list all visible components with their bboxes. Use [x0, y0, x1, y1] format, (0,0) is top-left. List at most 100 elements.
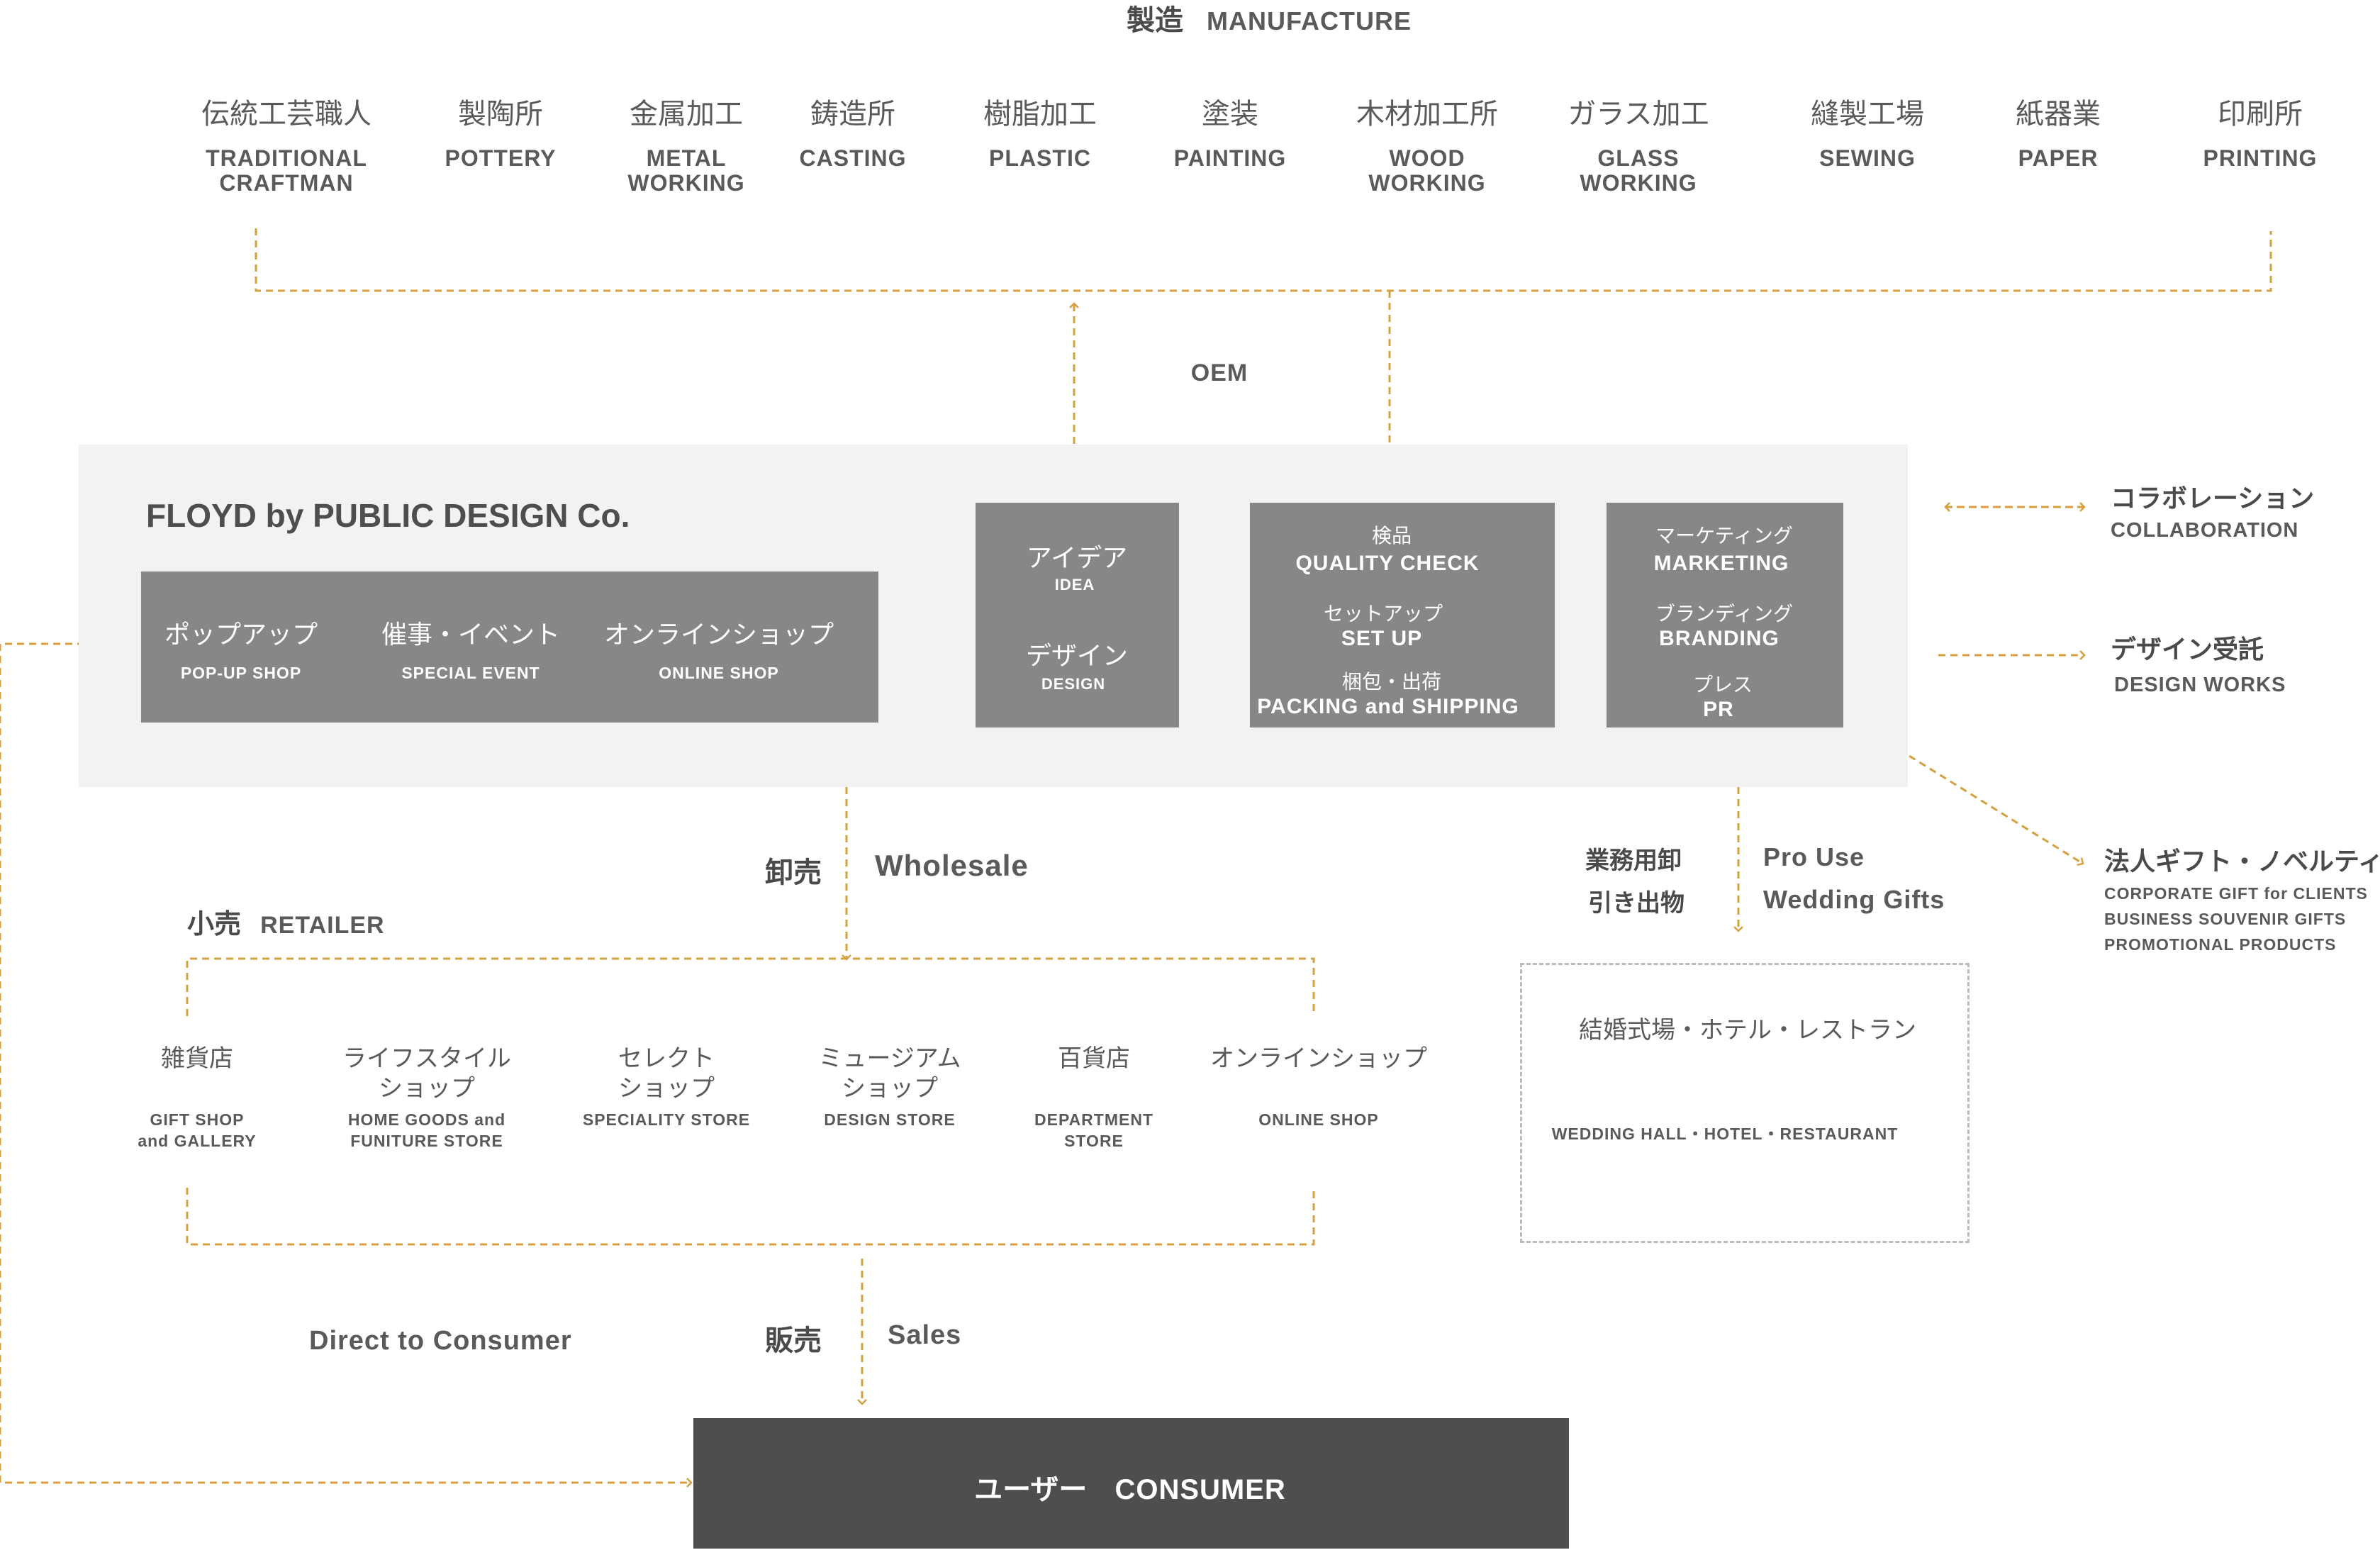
manufacture-item-en: PAINTING	[1173, 145, 1287, 171]
design-en: DESIGN	[1041, 675, 1106, 693]
gift-en-2: BUSINESS SOUVENIR GIFTS	[2104, 910, 2347, 928]
brand-jp: ブランディング	[1655, 602, 1794, 625]
manufacture-item-en: PRINTING	[2203, 145, 2318, 171]
venue-en: WEDDING HALL・HOTEL・RESTAURANT	[1551, 1125, 1899, 1143]
manufacture-item: 印刷所 PRINTING	[2203, 91, 2318, 171]
retailer-item-jp: ミュージアム ショップ	[818, 1044, 961, 1103]
manufacture-item-en: PLASTIC	[989, 145, 1091, 171]
manufacture-item-en: GLASS WORKING	[1580, 145, 1697, 196]
setup-jp: セットアップ	[1323, 602, 1443, 625]
manufacture-item-en: WOOD WORKING	[1368, 145, 1486, 196]
idea-jp: アイデア	[1026, 544, 1128, 573]
shop-channels-box	[141, 572, 878, 723]
manufacture-item: 樹脂加工 PLASTIC	[983, 91, 1097, 171]
brand-en: BRANDING	[1659, 627, 1780, 650]
retailer-item-jp: ライフスタイル ショップ	[342, 1044, 511, 1103]
pro-jp-1: 業務用卸	[1585, 847, 1682, 875]
retailer-title: 小売 RETAILER	[187, 902, 385, 941]
retailer-item: ミュージアム ショップ DESIGN STORE	[819, 1044, 961, 1130]
dtc-label: Direct to Consumer	[309, 1326, 572, 1356]
gift-en-1: CORPORATE GIFT for CLIENTS	[2104, 884, 2368, 903]
manufacture-item: 塗装 PAINTING	[1174, 91, 1287, 171]
consumer-label: ユーザー CONSUMER	[974, 1466, 1286, 1507]
designworks-en: DESIGN WORKS	[2114, 674, 2286, 696]
wholesale-en: Wholesale	[875, 849, 1029, 882]
floyd-title: FLOYD by PUBLIC DESIGN Co.	[146, 497, 630, 534]
wholesale-jp: 卸売	[765, 857, 822, 889]
pro-en-2: Wedding Gifts	[1763, 885, 1945, 914]
marketing-box	[1607, 503, 1843, 727]
manufacture-item-jp: 縫製工場	[1811, 98, 1924, 130]
manufacture-item: 紙器業 PAPER	[2016, 91, 2101, 171]
collab-en: COLLABORATION	[2111, 519, 2299, 542]
qc-en: QUALITY CHECK	[1295, 552, 1480, 575]
manufacture-item-en: TRADITIONAL CRAFTMAN	[206, 145, 367, 196]
manufacture-item-jp: 紙器業	[2016, 98, 2101, 130]
retailer-item-en: DEPARTMENT STORE	[1034, 1110, 1154, 1150]
retailer-item-jp: セレクト ショップ	[618, 1044, 715, 1103]
shop-channel-jp: 催事・イベント	[381, 620, 561, 649]
manufacture-item-jp: ガラス加工	[1568, 98, 1709, 130]
mkt-jp: マーケティング	[1655, 524, 1793, 547]
manufacture-item-jp: 製陶所	[458, 98, 543, 130]
retailer-item-en: GIFT SHOP and GALLERY	[138, 1110, 257, 1150]
designworks-jp: デザイン受託	[2111, 635, 2264, 664]
retailer-item: 雑貨店 GIFT SHOP and GALLERY	[138, 1044, 256, 1152]
pro-en-1: Pro Use	[1763, 842, 1865, 871]
manufacture-title: 製造 MANUFACTURE	[1127, 0, 1412, 38]
manufacture-item-en: SEWING	[1819, 145, 1916, 171]
idea-design-box	[976, 503, 1179, 727]
shop-channel-jp: オンラインショップ	[603, 620, 834, 649]
manufacture-item-en: POTTERY	[445, 145, 557, 171]
consumer-en: CONSUMER	[1114, 1474, 1286, 1505]
manufacture-item: 金属加工 METAL WORKING	[627, 91, 744, 196]
manufacture-item-jp: 印刷所	[2217, 98, 2303, 130]
oem-label: OEM	[1190, 359, 1248, 386]
manufacture-item-jp: 樹脂加工	[983, 98, 1097, 130]
venue-jp: 結婚式場・ホテル・レストラン	[1579, 1016, 1916, 1044]
manufacture-item-en: METAL WORKING	[627, 145, 745, 196]
qc-jp: 検品	[1371, 524, 1412, 547]
retailer-item-en: ONLINE SHOP	[1258, 1110, 1379, 1129]
manufacture-item-jp: 金属加工	[629, 98, 743, 130]
consumer-box	[693, 1418, 1569, 1549]
manufacture-item: 伝統工芸職人 TRADITIONAL CRAFTMAN	[201, 91, 371, 196]
sales-en: Sales	[888, 1320, 962, 1350]
collab-jp: コラボレーション	[2111, 484, 2315, 513]
shop-channel: ポップアップ POP-UP SHOP	[164, 614, 318, 683]
retailer-item-jp: オンラインショップ	[1210, 1044, 1427, 1073]
venue-box	[1520, 963, 1970, 1243]
manufacture-item-jp: 塗装	[1201, 98, 1258, 130]
manufacture-item: 木材加工所 WOOD WORKING	[1356, 91, 1498, 196]
shop-channel-jp: ポップアップ	[164, 620, 318, 649]
shop-channel-en: SPECIAL EVENT	[401, 664, 540, 682]
manufacture-item-en: CASTING	[799, 145, 907, 171]
sales-jp: 販売	[765, 1325, 822, 1357]
manufacture-item: 製陶所 POTTERY	[445, 91, 557, 171]
retailer-item-en: DESIGN STORE	[824, 1110, 956, 1129]
pr-en: PR	[1703, 698, 1734, 721]
retailer-item: セレクト ショップ SPECIALITY STORE	[583, 1044, 750, 1130]
manufacture-item-jp: 木材加工所	[1356, 98, 1498, 130]
pro-jp-2: 引き出物	[1588, 889, 1685, 918]
consumer-jp: ユーザー	[974, 1473, 1088, 1506]
retailer-item-en: SPECIALITY STORE	[582, 1110, 751, 1129]
setup-en: SET UP	[1341, 627, 1423, 650]
retailer-title-en: RETAILER	[260, 912, 385, 939]
manufacture-item-jp: 伝統工芸職人	[201, 98, 371, 130]
manufacture-item-en: PAPER	[2018, 145, 2099, 171]
idea-en: IDEA	[1054, 576, 1095, 593]
retailer-item-jp: 雑貨店	[160, 1044, 233, 1073]
shop-channel-en: POP-UP SHOP	[180, 664, 302, 682]
gift-en-3: PROMOTIONAL PRODUCTS	[2104, 935, 2337, 954]
pack-en: PACKING and SHIPPING	[1257, 695, 1519, 718]
manufacture-item: ガラス加工 GLASS WORKING	[1568, 91, 1709, 196]
shop-channel: 催事・イベント SPECIAL EVENT	[381, 614, 560, 683]
quality-box	[1250, 503, 1555, 727]
retailer-item-en: HOME GOODS and FUNITURE STORE	[347, 1110, 506, 1150]
mkt-en: MARKETING	[1653, 552, 1789, 575]
pack-jp: 梱包・出荷	[1341, 670, 1442, 693]
